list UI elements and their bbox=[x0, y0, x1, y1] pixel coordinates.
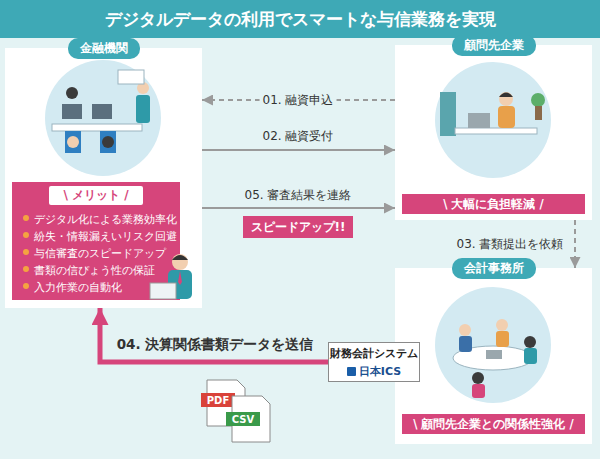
person-hair bbox=[172, 255, 188, 260]
process-arrow bbox=[202, 207, 395, 209]
person-body bbox=[496, 331, 509, 347]
bullet-dot bbox=[23, 283, 29, 289]
band-text: \ 大幅に負担軽減 / bbox=[443, 197, 543, 212]
title-text: デジタルデータの利用でスマートな与信業務を実現 bbox=[105, 8, 496, 31]
logo-row: 日本ICS bbox=[347, 364, 401, 379]
process-arrow bbox=[202, 149, 395, 151]
title-band: デジタルデータの利用でスマートな与信業務を実現 bbox=[0, 0, 600, 38]
bullet-dot bbox=[23, 215, 29, 221]
person-hair bbox=[499, 93, 513, 98]
list-item: 入力作業の自動化 bbox=[20, 277, 172, 294]
merit-box: \ メリット /デジタル化による業務効率化紛失・情報漏えいリスク回避与信審査のス… bbox=[12, 182, 180, 300]
person-body bbox=[524, 348, 537, 364]
merit-text: 与信審査のスピードアップ bbox=[34, 247, 166, 260]
bullet-dot bbox=[23, 249, 29, 255]
person-head bbox=[66, 87, 78, 99]
step-label: 04. 決算関係書類データを送信 bbox=[114, 336, 317, 354]
person-head bbox=[172, 254, 188, 270]
step-label: 01. 融資申込 bbox=[260, 92, 337, 109]
scene-circle bbox=[435, 287, 551, 403]
laptop bbox=[486, 350, 502, 359]
person-head bbox=[459, 324, 471, 336]
vendor-logo-text: 日本ICS bbox=[359, 364, 401, 379]
highlight-text: スピードアップ!! bbox=[251, 219, 346, 236]
system-name: 財務会計システム bbox=[330, 346, 418, 361]
person-body bbox=[472, 384, 485, 398]
person-head bbox=[137, 82, 149, 94]
bullet-dot bbox=[23, 266, 29, 272]
monitor bbox=[62, 104, 82, 119]
window bbox=[118, 70, 144, 84]
shelf bbox=[440, 92, 456, 136]
benefit-band: \ 顧問先企業との関係性強化 / bbox=[402, 414, 585, 434]
list-item: デジタル化による業務効率化 bbox=[20, 209, 172, 226]
person-head bbox=[472, 372, 484, 384]
desk bbox=[455, 128, 537, 134]
chair bbox=[65, 131, 81, 153]
plant-pot bbox=[535, 106, 542, 120]
chair bbox=[100, 131, 116, 153]
document-icon bbox=[232, 396, 270, 442]
pdf-tag bbox=[201, 393, 235, 407]
panel-heading: 金融機関 bbox=[68, 38, 140, 59]
person-head bbox=[524, 336, 536, 348]
person-head bbox=[499, 92, 513, 106]
merit-text: 入力作業の自動化 bbox=[34, 281, 122, 294]
merit-text: 書類の信ぴょう性の保証 bbox=[34, 264, 155, 277]
highlight-box: スピードアップ!! bbox=[243, 216, 353, 238]
bullet-dot bbox=[23, 232, 29, 238]
band-text: \ 顧問先企業との関係性強化 / bbox=[413, 417, 573, 432]
logo-mark bbox=[347, 367, 356, 376]
step-label: 05. 審査結果を連絡 bbox=[242, 187, 355, 204]
merit-text: デジタル化による業務効率化 bbox=[34, 213, 177, 226]
panel-heading: 顧問先企業 bbox=[452, 35, 536, 56]
scene-circle bbox=[45, 60, 161, 176]
csv-tag bbox=[226, 412, 260, 426]
panel-heading: 会計事務所 bbox=[452, 258, 536, 279]
file-format-label: CSV bbox=[232, 414, 254, 425]
file-format-label: PDF bbox=[207, 395, 229, 406]
person-head bbox=[102, 136, 114, 148]
scene-circle bbox=[435, 62, 551, 178]
list-item: 与信審査のスピードアップ bbox=[20, 243, 172, 260]
person-body bbox=[459, 336, 472, 352]
merit-heading: \ メリット / bbox=[49, 186, 142, 205]
person-head bbox=[67, 136, 79, 148]
organization-panel: \ 顧問先企業との関係性強化 /会計事務所 bbox=[395, 268, 592, 444]
laptop bbox=[468, 113, 490, 128]
meeting-table bbox=[453, 346, 533, 370]
step-label: 02. 融資受付 bbox=[260, 128, 337, 145]
list-item: 紛失・情報漏えいリスク回避 bbox=[20, 226, 172, 243]
person-tie bbox=[178, 271, 182, 285]
benefit-band: \ 大幅に負担軽減 / bbox=[402, 194, 585, 214]
person-head bbox=[496, 319, 508, 331]
step-label: 03. 書類提出を依頼 bbox=[454, 236, 567, 253]
process-arrow bbox=[574, 220, 576, 268]
monitor bbox=[92, 104, 112, 119]
organization-panel: \ メリット /デジタル化による業務効率化紛失・情報漏えいリスク回避与信審査のス… bbox=[5, 48, 202, 308]
laptop bbox=[150, 283, 176, 299]
system-box: 財務会計システム日本ICS bbox=[328, 342, 420, 382]
plant bbox=[531, 93, 545, 107]
data-flow-arrow bbox=[100, 308, 328, 362]
person-body bbox=[168, 270, 192, 299]
desk bbox=[52, 124, 142, 131]
organization-panel: \ 大幅に負担軽減 /顧問先企業 bbox=[395, 45, 592, 220]
list-item: 書類の信ぴょう性の保証 bbox=[20, 260, 172, 277]
person-body bbox=[498, 106, 515, 128]
merit-text: 紛失・情報漏えいリスク回避 bbox=[34, 230, 177, 243]
person-body bbox=[136, 95, 150, 123]
